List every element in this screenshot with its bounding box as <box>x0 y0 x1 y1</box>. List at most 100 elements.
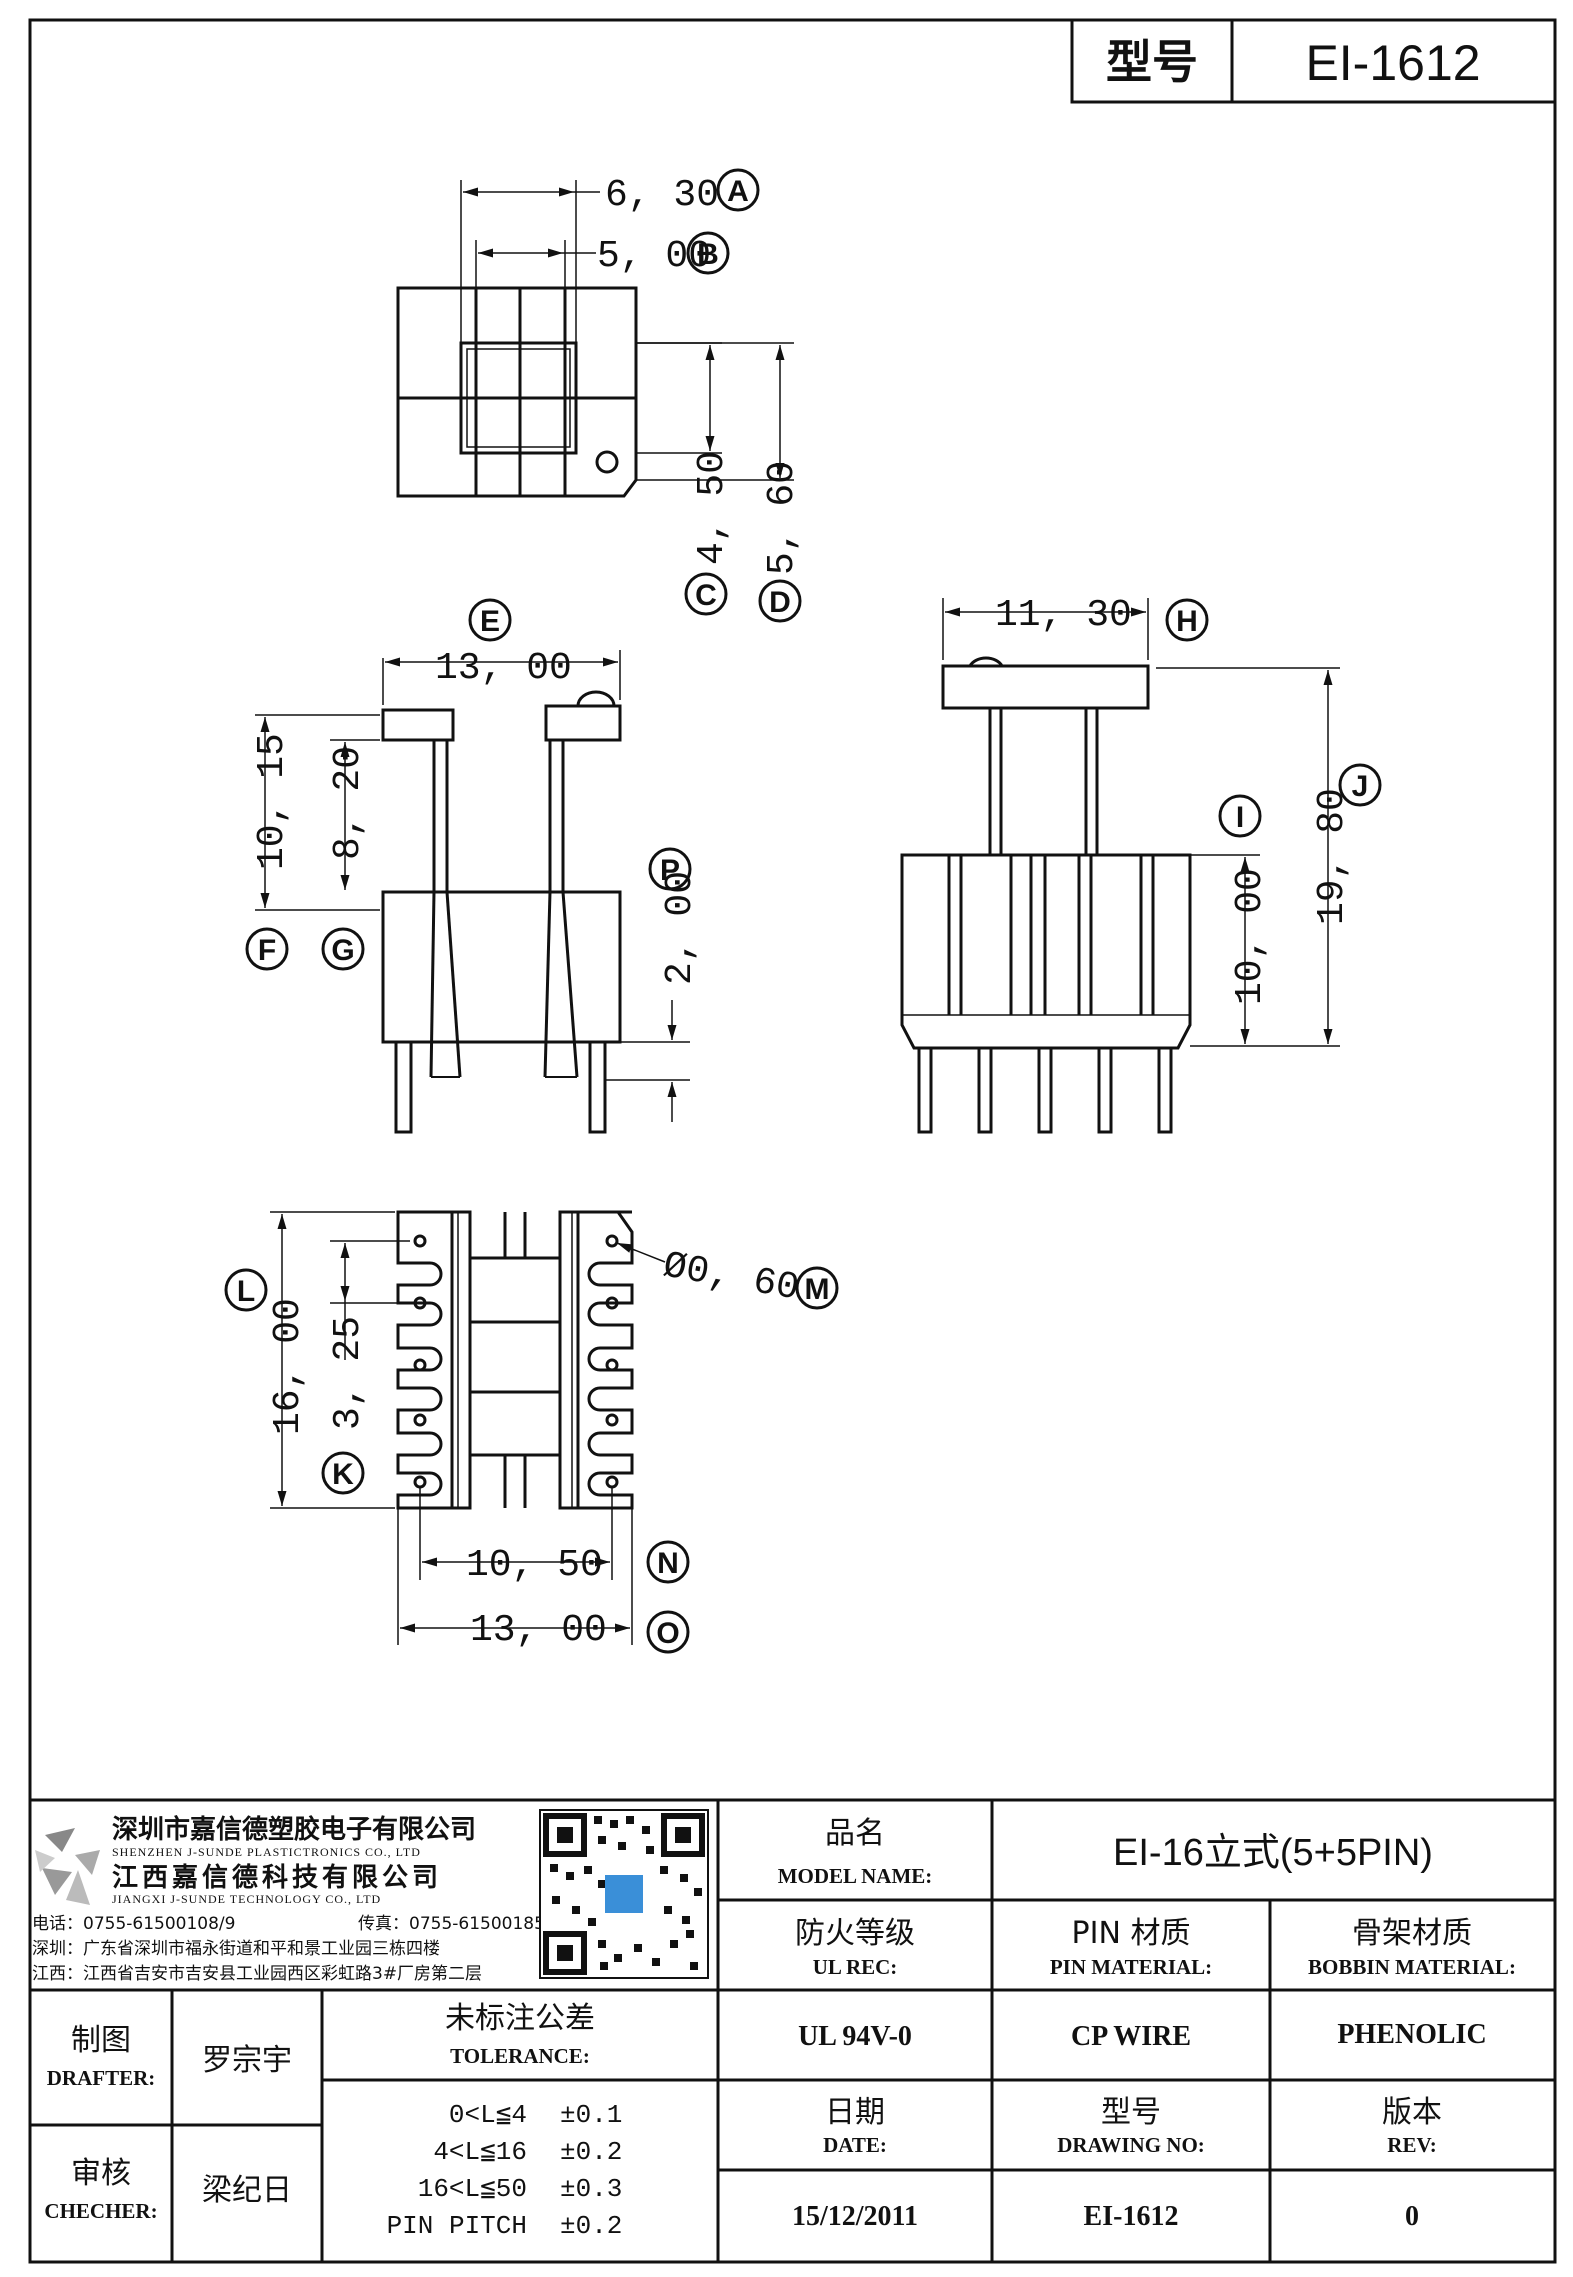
callout-o: O <box>646 1610 690 1654</box>
pin-material-cn: PIN 材质 <box>1072 1916 1191 1951</box>
tolerance-range: 16<L≦50 <box>418 2174 527 2204</box>
model-name-cn: 品名 <box>825 1816 885 1851</box>
company-address-sz: 深圳：广东省深圳市福永街道和平和景工业园三栋四楼 <box>32 1939 440 1959</box>
tolerance-value: ±0.2 <box>560 2137 622 2167</box>
dim-f: 10, 15 <box>251 733 294 870</box>
callout-l: L <box>224 1268 268 1312</box>
callout-g: G <box>321 927 365 971</box>
svg-text:D: D <box>769 586 791 619</box>
callout-h: H <box>1165 598 1209 642</box>
bottom-view <box>270 1210 666 1645</box>
svg-text:P: P <box>660 854 680 887</box>
dim-n: 10, 50 <box>466 1544 603 1587</box>
callout-n: N <box>646 1540 690 1584</box>
dim-k: 3, 25 <box>327 1316 370 1430</box>
front-view <box>255 650 690 1134</box>
callout-c: C <box>684 572 728 616</box>
svg-text:E: E <box>480 605 500 638</box>
tolerance-en: TOLERANCE: <box>450 2044 590 2068</box>
company-fax: 传真：0755-61500185 <box>358 1914 545 1934</box>
dim-e: 13, 00 <box>435 647 572 690</box>
ul-rec-cn: 防火等级 <box>795 1916 915 1951</box>
dim-i: 10, 00 <box>1229 868 1272 1005</box>
callout-m: M <box>795 1266 839 1310</box>
svg-text:B: B <box>697 238 719 271</box>
svg-text:M: M <box>805 1273 830 1306</box>
company-name-cn-1: 深圳市嘉信德塑胶电子有限公司 <box>112 1814 476 1845</box>
header-model-label: 型号 <box>1106 35 1198 89</box>
date-value: 15/12/2011 <box>792 2201 918 2232</box>
callout-a: A <box>716 168 760 212</box>
svg-text:L: L <box>237 1275 255 1308</box>
callout-b: B <box>686 231 730 275</box>
svg-text:I: I <box>1236 801 1244 834</box>
tolerance-cn: 未标注公差 <box>445 2001 595 2036</box>
title-block <box>30 1798 1555 2262</box>
svg-text:N: N <box>657 1547 679 1580</box>
tolerance-range: PIN PITCH <box>387 2211 527 2241</box>
callout-d: D <box>758 579 802 623</box>
pin-material-value: CP WIRE <box>1071 2021 1191 2052</box>
dim-b: 5, 00 <box>597 235 711 278</box>
svg-text:J: J <box>1352 770 1369 803</box>
model-name-value: EI-16立式(5+5PIN) <box>1113 1832 1433 1874</box>
callout-k: K <box>321 1451 365 1495</box>
side-view <box>900 598 1340 1134</box>
checker-cn: 审核 <box>71 2156 131 2191</box>
date-cn: 日期 <box>825 2095 885 2130</box>
company-name-cn-2: 江西嘉信德科技有限公司 <box>112 1863 442 1893</box>
tolerance-range: 0<L≦4 <box>449 2100 527 2130</box>
tolerance-value: ±0.2 <box>560 2211 622 2241</box>
dim-j: 19, 80 <box>1311 788 1354 925</box>
drawing-no-cn: 型号 <box>1101 2095 1161 2130</box>
dim-l: 16, 00 <box>267 1298 310 1435</box>
header-model-box: 型号 EI-1612 <box>1070 18 1557 104</box>
bobbin-material-cn: 骨架材质 <box>1352 1916 1472 1951</box>
dim-h: 11, 30 <box>995 594 1132 637</box>
svg-text:O: O <box>656 1617 679 1650</box>
checker-value: 梁纪日 <box>202 2173 292 2208</box>
company-phone: 电话：0755-61500108/9 <box>32 1914 235 1934</box>
svg-text:F: F <box>258 934 276 967</box>
callout-i: I <box>1218 794 1262 838</box>
svg-text:K: K <box>332 1458 354 1491</box>
tolerance-range: 4<L≦16 <box>433 2137 527 2167</box>
model-name-en: MODEL NAME: <box>778 1864 933 1888</box>
drawing-no-value: EI-1612 <box>1084 2201 1179 2232</box>
svg-text:G: G <box>331 934 354 967</box>
ul-rec-en: UL REC: <box>813 1955 898 1979</box>
dim-a: 6, 30 <box>605 174 719 217</box>
company-name-en-2: JIANGXI J-SUNDE TECHNOLOGY CO., LTD <box>112 1892 381 1906</box>
drawing-border <box>28 18 1557 2264</box>
dim-m: Ø0, 60 <box>660 1244 802 1310</box>
checker-en: CHECHER: <box>44 2199 157 2223</box>
tolerance-value: ±0.1 <box>560 2100 622 2130</box>
company-logo <box>35 1828 100 1905</box>
company-address-jx: 江西：江西省吉安市吉安县工业园西区彩虹路3#厂房第二层 <box>32 1964 482 1984</box>
tolerance-table: 0<L≦4 ±0.1 4<L≦16 ±0.2 16<L≦50 ±0.3 PIN … <box>387 2100 623 2241</box>
svg-text:C: C <box>695 579 717 612</box>
svg-text:A: A <box>727 175 749 208</box>
drafter-cn: 制图 <box>71 2023 131 2058</box>
tolerance-value: ±0.3 <box>560 2174 622 2204</box>
dim-g: 8, 20 <box>327 746 370 860</box>
dim-o: 13, 00 <box>470 1609 607 1652</box>
bobbin-material-value: PHENOLIC <box>1337 2019 1486 2050</box>
callout-j: J <box>1338 763 1382 807</box>
top-view <box>396 180 794 498</box>
callout-e: E <box>468 598 512 642</box>
svg-text:H: H <box>1176 605 1198 638</box>
pin-material-en: PIN MATERIAL: <box>1050 1955 1212 1979</box>
ul-rec-value: UL 94V-0 <box>798 2021 912 2052</box>
drafter-value: 罗宗宇 <box>202 2043 292 2078</box>
dim-d: 5, 60 <box>761 461 804 575</box>
drawing-no-en: DRAWING NO: <box>1057 2133 1205 2157</box>
callout-f: F <box>245 927 289 971</box>
header-model-value: EI-1612 <box>1305 35 1480 91</box>
rev-cn: 版本 <box>1382 2095 1442 2130</box>
company-name-en-1: SHENZHEN J-SUNDE PLASTICTRONICS CO., LTD <box>112 1845 421 1859</box>
drafter-en: DRAFTER: <box>47 2066 156 2090</box>
dim-c: 4, 50 <box>691 451 734 565</box>
rev-en: REV: <box>1387 2133 1436 2157</box>
